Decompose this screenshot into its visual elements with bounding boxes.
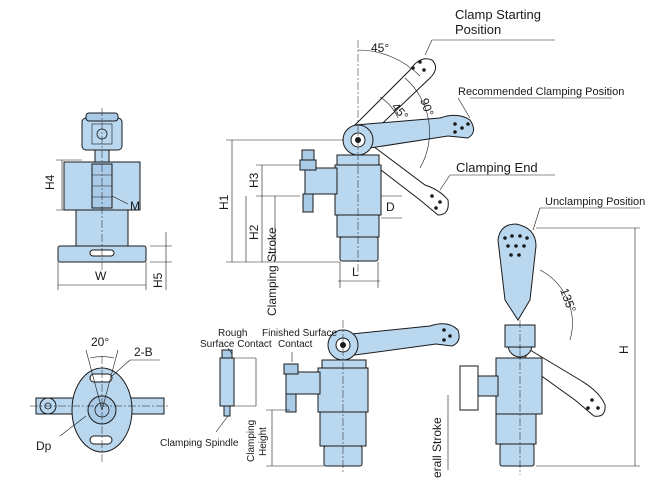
label-2-b: 2-B [134,345,153,359]
label-unclamping-position: Unclamping Position [545,196,645,208]
label-recommended-clamping-position: Recommended Clamping Position [458,86,624,98]
label-clamp-starting-position-2: Position [455,22,501,37]
label-l: L [352,265,359,279]
label-h1: H1 [217,194,231,210]
label-clamping-spindle: Clamping Spindle [160,438,239,449]
label-m: M [130,199,140,213]
label-clamping-stroke: Clamping Stroke [265,227,279,316]
front-view [56,108,172,290]
label-clamping-height-1: Clamping [246,420,257,462]
label-finished-surface-contact-1: Finished Surface [262,328,337,339]
label-w: W [95,269,107,283]
unclamping-view [447,207,640,475]
label-rough-surface-contact-2: Surface Contact [200,339,272,350]
label-h2: H2 [247,224,261,240]
label-angle-20: 20° [91,335,109,349]
label-angle-90: 90° [417,96,436,118]
label-dp: Dp [36,439,52,453]
label-d: D [386,200,395,214]
top-view [30,349,170,462]
label-h: H [617,345,631,354]
label-h4: H4 [43,174,57,190]
contact-view [215,320,460,472]
label-rough-surface-contact-1: Rough [218,328,247,339]
label-h5: H5 [151,272,165,288]
label-clamp-starting-position-1: Clamp Starting [455,7,541,22]
label-clamping-height-2: Height [258,427,269,456]
label-h3: H3 [247,172,261,188]
label-angle-45-top: 45° [371,41,389,55]
label-finished-surface-contact-2: Contact [278,339,313,350]
side-view [226,39,612,288]
label-overall-stroke: erall Stroke [430,417,444,478]
label-clamping-end: Clamping End [456,160,538,175]
label-angle-135: 135° [557,286,579,314]
